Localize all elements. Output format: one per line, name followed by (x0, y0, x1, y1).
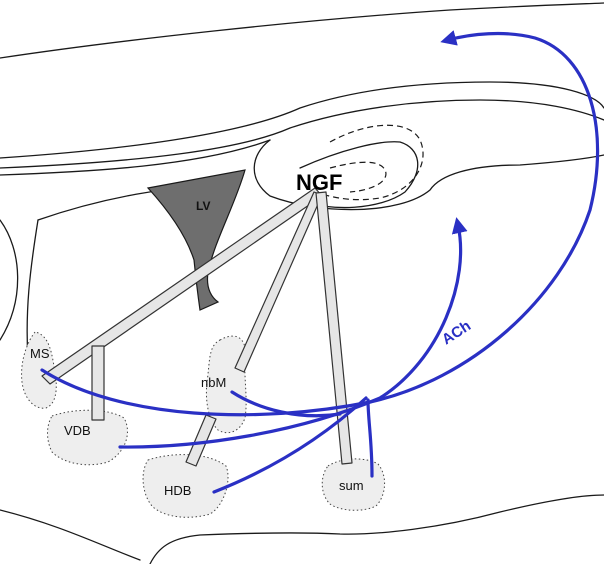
nbm-label: nbM (201, 375, 226, 390)
ms-label: MS (30, 346, 50, 361)
ach-fiber-nbm (232, 392, 340, 416)
ngf-projection-vdb (92, 346, 104, 420)
sum-label: sum (339, 478, 364, 493)
vdb-label: VDB (64, 423, 91, 438)
lateral-ventricle (148, 170, 245, 310)
lv-label: LV (196, 199, 210, 213)
ngf-label: NGF (296, 170, 342, 195)
brain-outline (0, 3, 604, 564)
hdb-label: HDB (164, 483, 191, 498)
